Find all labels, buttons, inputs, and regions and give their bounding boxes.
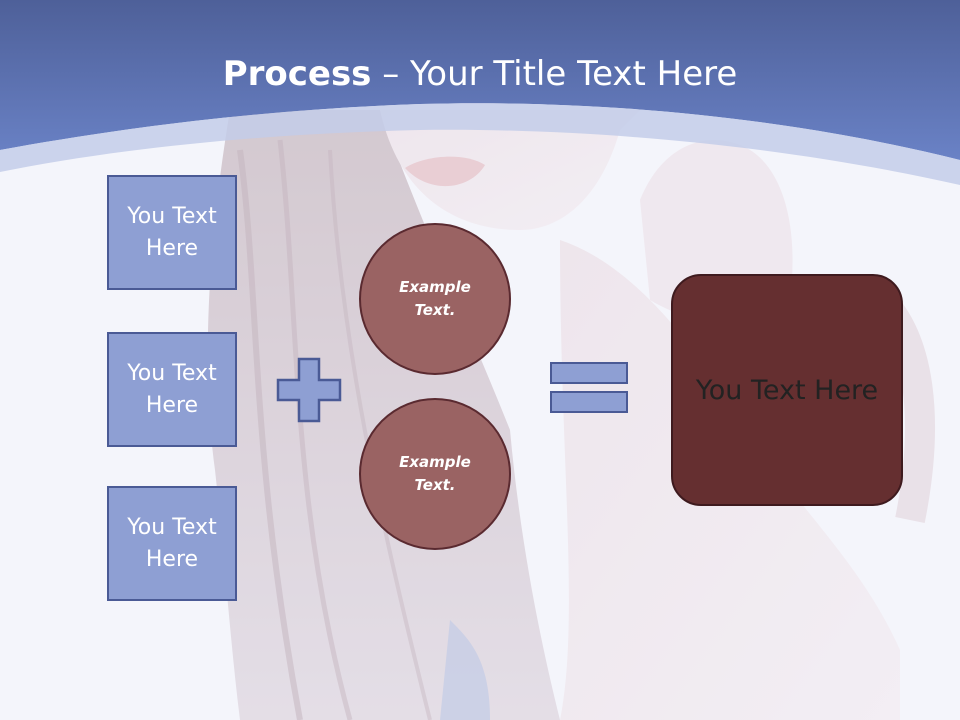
result-label: You Text Here	[695, 374, 879, 406]
title-bold: Process	[222, 54, 372, 94]
result-box[interactable]: You Text Here	[671, 274, 903, 506]
title-rest: – Your Title Text Here	[371, 54, 738, 94]
header-band	[0, 0, 960, 185]
circle-line: Text.	[414, 476, 456, 494]
circle-label: Example Text.	[399, 451, 471, 497]
circle-label: Example Text.	[399, 276, 471, 322]
text-box-line: You Text	[127, 203, 217, 229]
equals-bar-top	[550, 362, 628, 384]
circle-line: Text.	[414, 301, 456, 319]
text-box-3[interactable]: You Text Here	[107, 486, 237, 601]
equals-bar-bottom	[550, 391, 628, 413]
plus-icon	[276, 357, 342, 423]
circle-line: Example	[399, 278, 471, 296]
text-box-label: You Text Here	[127, 201, 216, 265]
text-box-line: Here	[145, 235, 199, 261]
text-box-label: You Text Here	[127, 358, 216, 422]
text-box-line: Here	[145, 392, 199, 418]
text-box-2[interactable]: You Text Here	[107, 332, 237, 447]
example-circle-1[interactable]: Example Text.	[359, 223, 511, 375]
text-box-label: You Text Here	[127, 512, 216, 576]
text-box-line: You Text	[127, 360, 217, 386]
circle-line: Example	[399, 453, 471, 471]
text-box-line: Here	[145, 546, 199, 572]
text-box-1[interactable]: You Text Here	[107, 175, 237, 290]
example-circle-2[interactable]: Example Text.	[359, 398, 511, 550]
text-box-line: You Text	[127, 514, 217, 540]
slide-title: Process – Your Title Text Here	[0, 52, 960, 96]
